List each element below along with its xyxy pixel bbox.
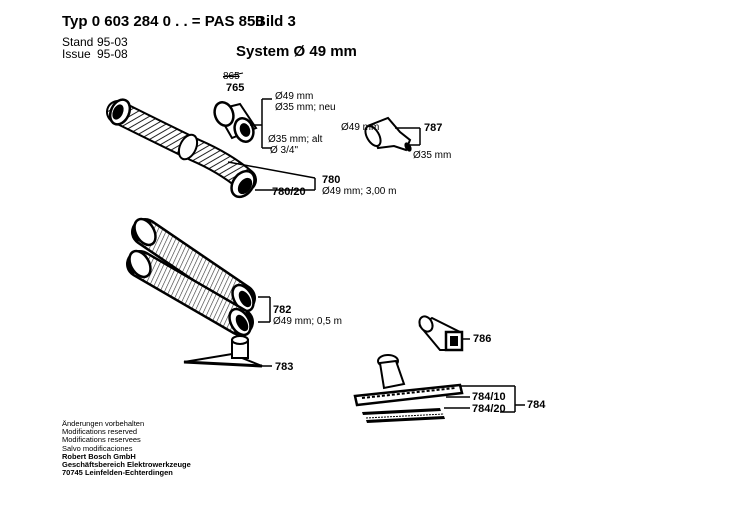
stand-label: Stand [62, 35, 94, 49]
floor-nozzle-784 [353, 354, 464, 423]
adapter-765 [213, 101, 258, 143]
part-784-20-number: 784/20 [472, 403, 506, 415]
part-865-old: 865 [223, 71, 240, 82]
part-784-10-number: 784/10 [472, 391, 506, 403]
part-782-number: 782 [273, 304, 292, 316]
part-787-d2: Ø35 mm [413, 150, 452, 161]
wet-nozzle-783 [183, 335, 263, 368]
part-765-d1: Ø49 mm [275, 91, 314, 102]
footer-line: Änderungen vorbehalten [62, 419, 145, 428]
figure-number: Bild 3 [255, 13, 296, 30]
part-787-d1: Ø49 mm [341, 122, 380, 133]
part-765-d4: Ø 3/4" [270, 145, 299, 156]
company-line: Geschäftsbereich Elektrowerkzeuge [62, 460, 191, 470]
part-782-desc: Ø49 mm; 0,5 m [273, 316, 342, 327]
footer-line: Modifications reserved [62, 427, 138, 437]
company-line: Robert Bosch GmbH [62, 451, 136, 461]
part-765-d3: Ø35 mm; alt [268, 134, 323, 145]
company-line: 70745 Leinfelden-Echterdingen [62, 468, 173, 478]
footer-notes: Änderungen vorbehalten Modifications res… [62, 419, 191, 478]
part-784-number: 784 [527, 399, 546, 411]
strikeout-mark [222, 72, 244, 78]
upholstery-nozzle-786 [418, 315, 464, 352]
footer-line: Modifications reservees [62, 435, 141, 445]
flexible-hose-780 [106, 98, 257, 199]
type-number-title: Typ 0 603 284 0 . . = PAS 850 [62, 13, 264, 30]
issue-label: Issue [62, 47, 91, 61]
part-787-number: 787 [424, 122, 443, 134]
part-780-20-number: 780/20 [272, 186, 306, 198]
part-765-number: 765 [226, 82, 245, 94]
part-783-number: 783 [275, 361, 294, 373]
part-765-d2: Ø35 mm; neu [275, 102, 336, 113]
issue-value: 95-08 [97, 47, 128, 61]
system-title: System Ø 49 mm [236, 43, 357, 60]
footer-line: Salvo modificaciones [62, 443, 133, 453]
reducer-787 [364, 116, 412, 152]
leader-lines [227, 98, 525, 413]
part-786-number: 786 [473, 333, 492, 345]
part-780-desc: Ø49 mm; 3,00 m [322, 186, 397, 197]
stand-value: 95-03 [97, 35, 128, 49]
part-780-number: 780 [322, 174, 341, 186]
extension-tubes-782 [126, 217, 256, 337]
